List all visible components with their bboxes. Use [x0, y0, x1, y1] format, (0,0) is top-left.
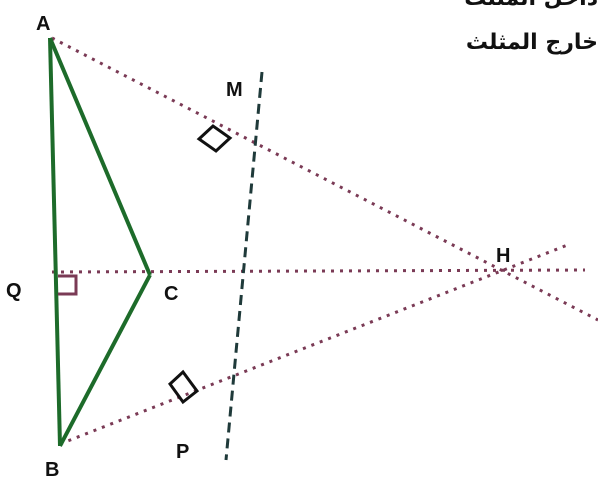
label-p: P	[176, 441, 189, 463]
line-a-h	[51, 36, 598, 322]
header-text-line1: داخل المثلث	[464, 0, 598, 11]
right-angle-marker-p	[168, 369, 200, 405]
side-a-c	[48, 37, 152, 276]
label-q: Q	[6, 280, 22, 302]
line-b-h	[59, 242, 571, 446]
right-angle-marker-q	[58, 274, 78, 296]
header-text-line2: خارج المثلث	[465, 30, 598, 55]
side-b-c	[58, 274, 152, 447]
side-a-b	[48, 37, 62, 447]
label-h: H	[496, 245, 510, 267]
right-angle-marker-m	[196, 124, 233, 153]
label-c: C	[164, 283, 178, 305]
label-b: B	[45, 459, 59, 481]
label-a: A	[36, 13, 50, 35]
line-m-p	[224, 71, 264, 461]
label-m: M	[226, 79, 243, 101]
